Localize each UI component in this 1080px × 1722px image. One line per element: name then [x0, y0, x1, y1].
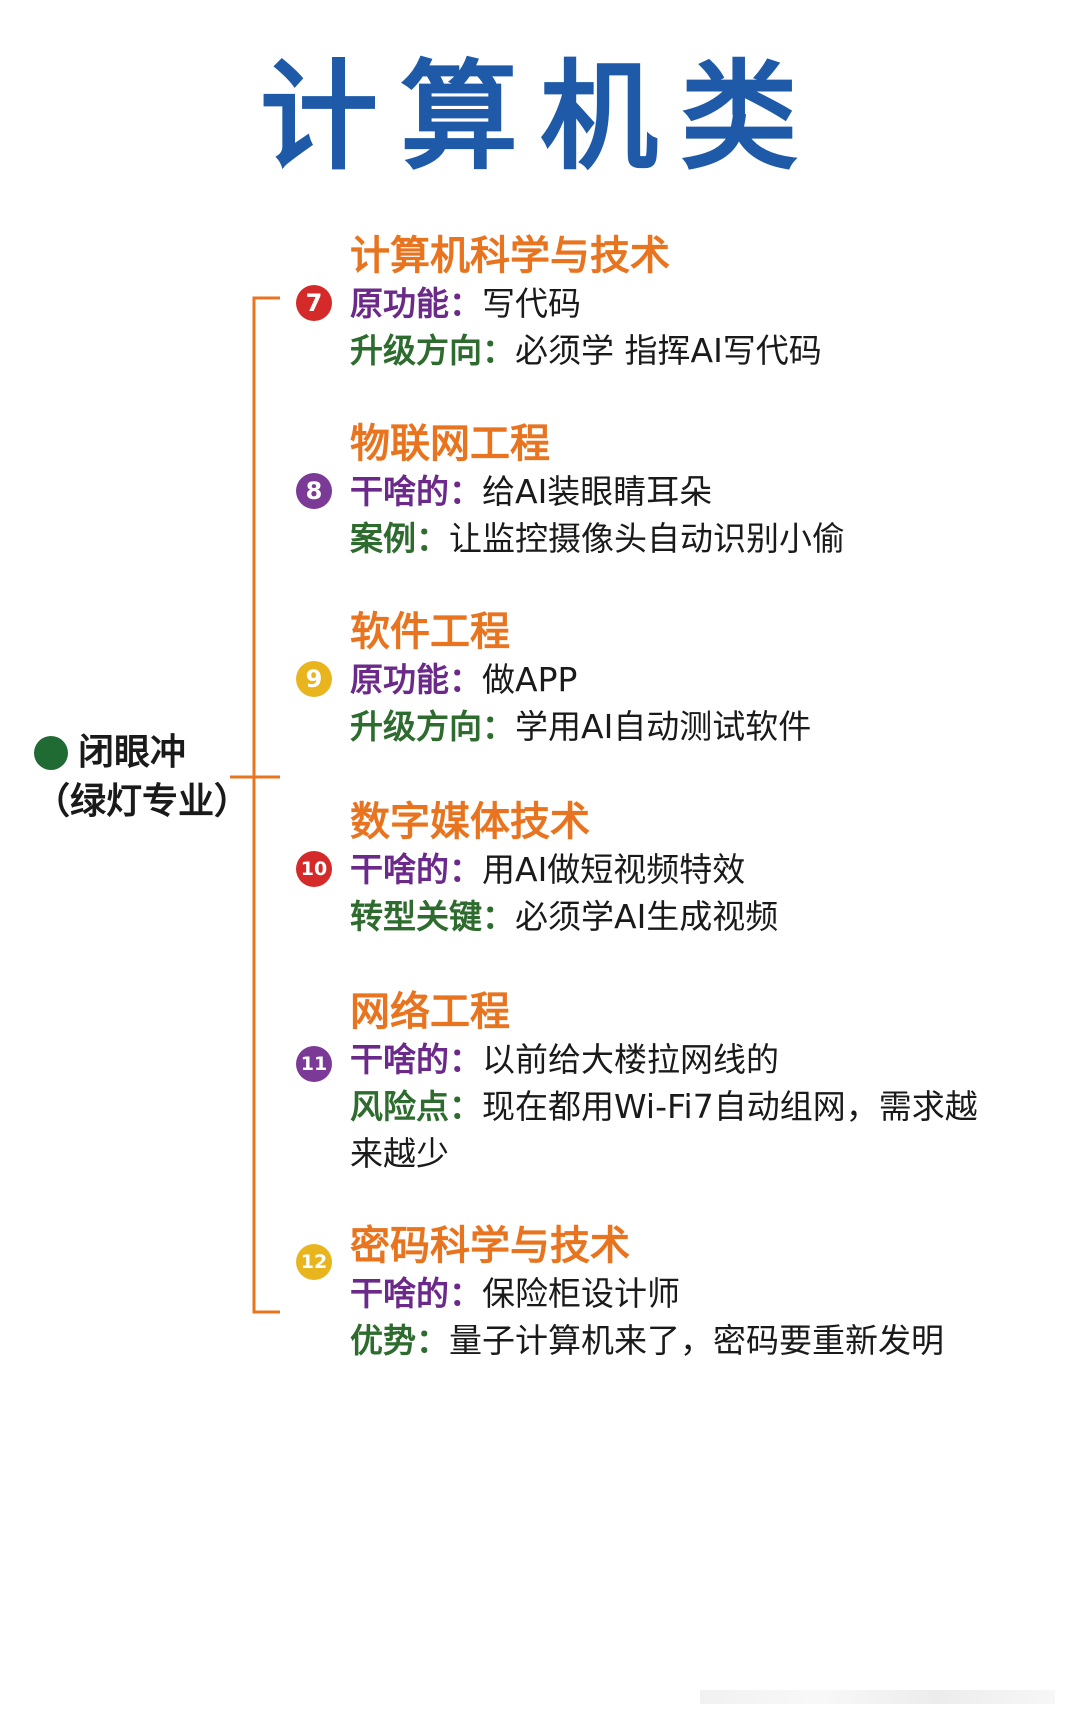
detail-label: 风险点： [350, 1087, 482, 1126]
major-title: 物联网工程 [350, 421, 550, 467]
number-badge-icon: 12 [296, 1244, 332, 1280]
detail-value: 量子计算机来了，密码要重新发明 [449, 1321, 944, 1360]
detail-label: 干啥的： [350, 472, 482, 511]
detail-label: 原功能： [350, 660, 482, 699]
detail-line: 干啥的：用AI做短视频特效 [350, 846, 1010, 893]
detail-label: 优势： [350, 1321, 449, 1360]
major-item-body: 数字媒体技术干啥的：用AI做短视频特效转型关键：必须学AI生成视频 [350, 798, 1010, 940]
major-title: 数字媒体技术 [350, 799, 590, 845]
major-title: 计算机科学与技术 [350, 233, 670, 279]
detail-label: 升级方向： [350, 707, 515, 746]
number-badge-icon: 11 [296, 1046, 332, 1082]
detail-label: 转型关键： [350, 897, 515, 936]
detail-value: 写代码 [482, 284, 581, 323]
major-title: 密码科学与技术 [350, 1223, 630, 1269]
number-badge-icon: 10 [296, 851, 332, 887]
watermark [700, 1690, 1055, 1704]
detail-line: 干啥的：保险柜设计师 [350, 1270, 1010, 1317]
bracket-line [252, 296, 280, 1314]
detail-line: 案例：让监控摄像头自动识别小偷 [350, 515, 1010, 562]
detail-label: 干啥的： [350, 1274, 482, 1313]
detail-line: 干啥的：给AI装眼睛耳朵 [350, 468, 1010, 515]
major-item-body: 网络工程干啥的：以前给大楼拉网线的风险点：现在都用Wi-Fi7自动组网，需求越来… [350, 988, 1010, 1177]
root-label: 闭眼冲 [78, 732, 187, 773]
major-title: 软件工程 [350, 609, 510, 655]
detail-line: 转型关键：必须学AI生成视频 [350, 893, 1010, 940]
detail-line: 原功能：写代码 [350, 280, 1010, 327]
detail-value: 必须学AI生成视频 [515, 897, 779, 936]
detail-value: 必须学 指挥AI写代码 [515, 331, 822, 370]
number-badge-icon: 7 [296, 285, 332, 321]
major-title: 网络工程 [350, 989, 510, 1035]
detail-label: 干啥的： [350, 1040, 482, 1079]
detail-label: 升级方向： [350, 331, 515, 370]
detail-value: 给AI装眼睛耳朵 [482, 472, 713, 511]
detail-line: 升级方向：学用AI自动测试软件 [350, 703, 1010, 750]
detail-label: 干啥的： [350, 850, 482, 889]
major-item-body: 密码科学与技术干啥的：保险柜设计师优势：量子计算机来了，密码要重新发明 [350, 1222, 1010, 1364]
detail-label: 案例： [350, 519, 449, 558]
detail-line: 原功能：做APP [350, 656, 1010, 703]
number-badge-icon: 8 [296, 473, 332, 509]
detail-value: 做APP [482, 660, 578, 699]
detail-value: 用AI做短视频特效 [482, 850, 746, 889]
detail-line: 升级方向：必须学 指挥AI写代码 [350, 327, 1010, 374]
major-item-body: 计算机科学与技术原功能：写代码升级方向：必须学 指挥AI写代码 [350, 232, 1010, 374]
detail-value: 让监控摄像头自动识别小偷 [449, 519, 845, 558]
detail-line: 风险点：现在都用Wi-Fi7自动组网，需求越来越少 [350, 1083, 1010, 1177]
green-dot-icon [34, 735, 68, 770]
detail-label: 原功能： [350, 284, 482, 323]
root-sublabel: （绿灯专业） [34, 781, 251, 822]
root-node: 闭眼冲 （绿灯专业） [34, 730, 264, 824]
page-title: 计算机类 [259, 48, 820, 186]
detail-line: 优势：量子计算机来了，密码要重新发明 [350, 1317, 1010, 1364]
detail-value: 学用AI自动测试软件 [515, 707, 812, 746]
detail-value: 以前给大楼拉网线的 [482, 1040, 779, 1079]
detail-line: 干啥的：以前给大楼拉网线的 [350, 1036, 1010, 1083]
detail-value: 保险柜设计师 [482, 1274, 680, 1313]
number-badge-icon: 9 [296, 661, 332, 697]
major-item-body: 物联网工程干啥的：给AI装眼睛耳朵案例：让监控摄像头自动识别小偷 [350, 420, 1010, 562]
detail-value: 现在都用Wi-Fi7自动组网，需求越来越少 [350, 1087, 978, 1173]
